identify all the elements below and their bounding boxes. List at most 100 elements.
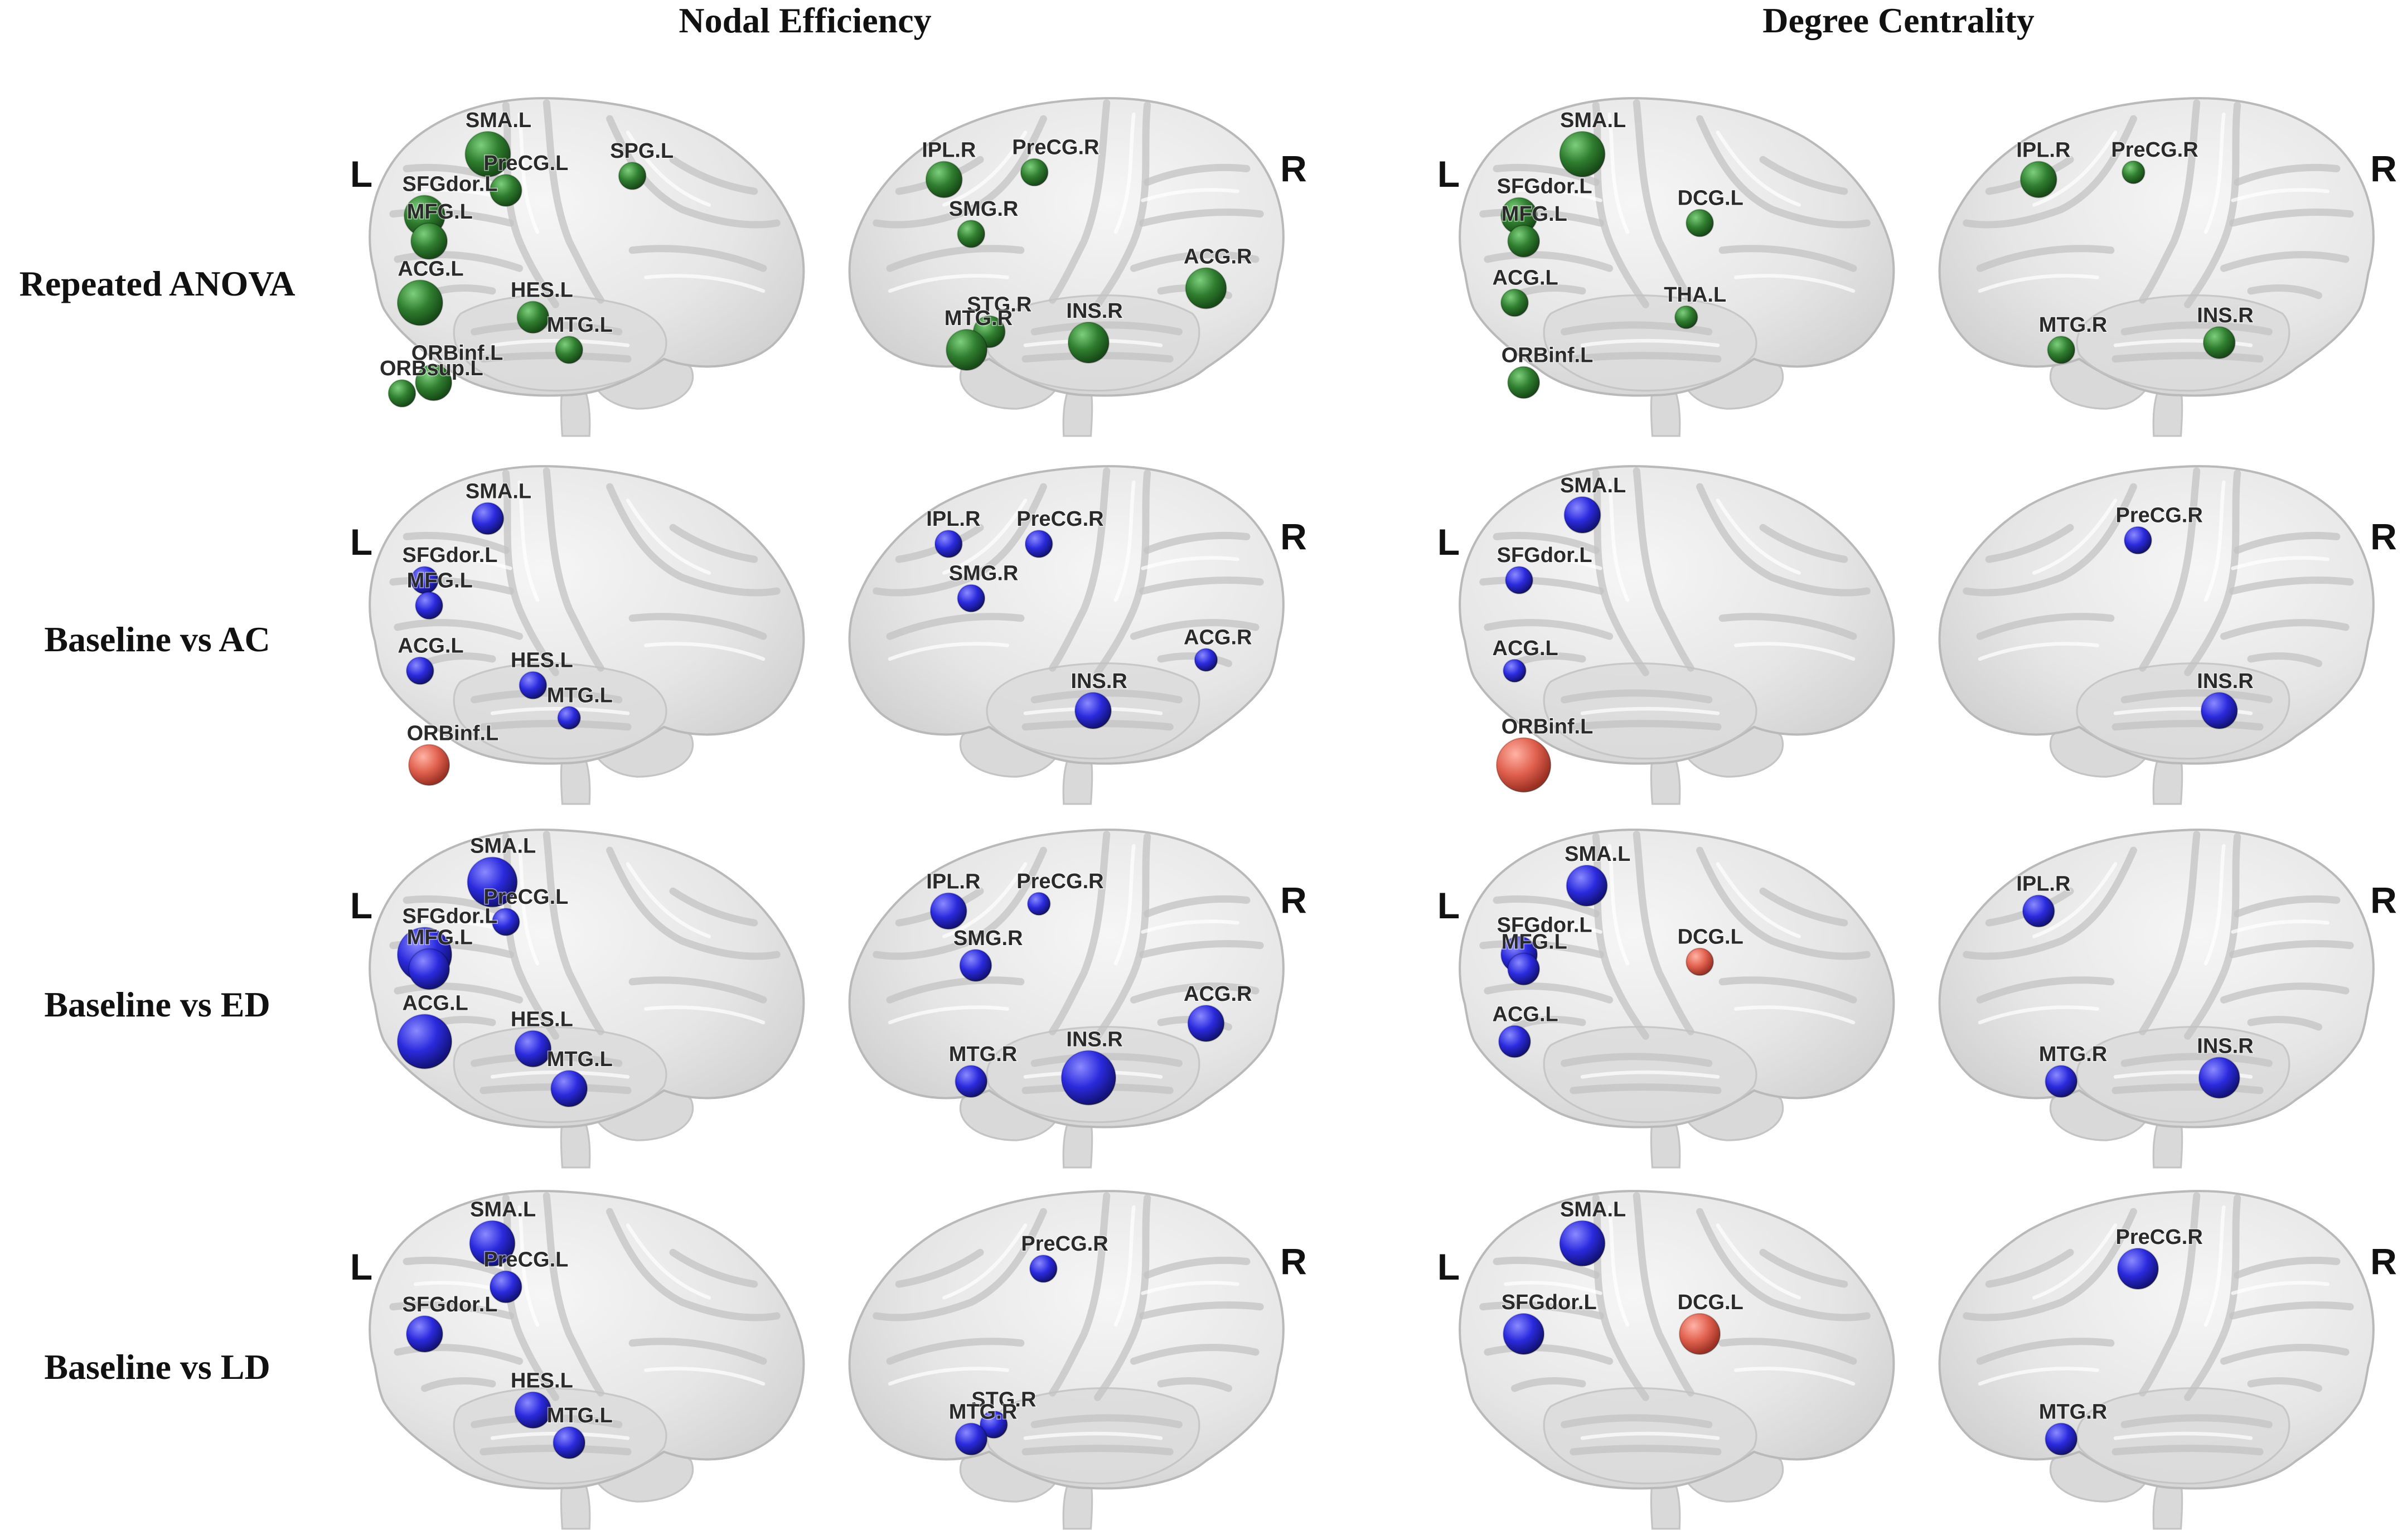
sulcus [2184, 1194, 2241, 1401]
node-acg-l [406, 656, 434, 685]
sulcus [502, 469, 559, 676]
gyrus-highlight [1734, 274, 1856, 293]
gyrus-highlight [2032, 498, 2118, 575]
node-label-acg-l: ACG.L [1493, 637, 1558, 660]
node-label-precg-l: PreCG.L [483, 1248, 568, 1272]
sulcus [886, 613, 1025, 640]
node-dcg-l [1686, 947, 1714, 976]
node-label-precg-r: PreCG.R [1012, 136, 1099, 159]
node-mtg-r [955, 1065, 988, 1098]
node-stg-r [979, 1410, 1008, 1439]
sulcus [2220, 619, 2350, 640]
node-label-dcg-l: DCG.L [1678, 926, 1743, 949]
sulcus [1049, 467, 1111, 672]
sulcus [1479, 940, 1604, 958]
gyrus-highlight [1023, 1431, 1163, 1440]
node-orbinf-l [408, 744, 451, 786]
node-label-ins-r: INS.R [2197, 1035, 2253, 1058]
node-label-sma-l: SMA.L [1560, 474, 1626, 497]
column-title-degree-centrality: Degree Centrality [1762, 1, 2035, 40]
node-label-sfgdor-l: SFGdor.L [403, 173, 498, 196]
sulcus [669, 156, 758, 195]
node-label-sma-l: SMA.L [1560, 109, 1626, 132]
node-sfgdor-l [1505, 566, 1533, 594]
sulcus [2234, 531, 2341, 554]
brain-surface [1459, 97, 1895, 437]
gyrus-highlight [942, 862, 1028, 938]
node-hes-l [516, 301, 550, 334]
node-mfg-l [1507, 225, 1541, 258]
gyrus-highlight [1504, 188, 1602, 202]
gyrus-highlight [2231, 188, 2329, 202]
node-label-sfgdor-l: SFGdor.L [403, 1293, 498, 1316]
node-sma-l [469, 1220, 516, 1267]
node-label-mfg-l: MFG.L [407, 200, 473, 224]
brain-surface [1938, 1190, 2375, 1530]
sulcus [1718, 245, 1857, 272]
node-orbsup-l [388, 379, 416, 408]
sulcus [2229, 577, 2354, 595]
node-acg-l [396, 279, 443, 326]
node-ipl-r [2022, 894, 2055, 928]
gyrus-highlight [644, 274, 766, 293]
sulcus [1130, 251, 1260, 272]
gyrus-highlight [414, 556, 512, 570]
sulcus [2220, 251, 2350, 272]
sulcus [1493, 1256, 1600, 1279]
sulcus [1718, 1338, 1857, 1365]
node-label-orbinf-l: ORBinf.L [1502, 715, 1594, 738]
sulcus [1633, 831, 1694, 1035]
gyrus-highlight [517, 1205, 540, 1327]
sulcus [1139, 1301, 1264, 1320]
node-label-orbinf-l: ORBinf.L [407, 722, 499, 745]
node-acg-r [1185, 267, 1227, 309]
node-ins-r [2202, 326, 2236, 359]
sulcus [2234, 1256, 2341, 1279]
gyrus-highlight [1504, 1281, 1602, 1295]
sulcus [1157, 1377, 1232, 1392]
gyrus-highlight [1716, 1223, 1801, 1300]
node-acg-l [1498, 1025, 1531, 1058]
node-label-mtg-l: MTG.L [547, 1404, 613, 1427]
sulcus [2247, 652, 2322, 667]
node-label-acg-r: ACG.R [1184, 982, 1252, 1006]
node-label-mfg-l: MFG.L [1502, 202, 1567, 226]
node-spg-l [618, 162, 647, 190]
node-label-precg-r: PreCG.R [1016, 870, 1103, 893]
node-label-orbinf-l: ORBinf.L [411, 342, 503, 365]
temporal-lobe [2076, 294, 2290, 392]
sulcus [394, 982, 524, 1004]
gyrus-highlight [2203, 844, 2226, 966]
sulcus [1696, 846, 1871, 960]
node-mfg-l [410, 222, 448, 260]
sulcus [1049, 1192, 1111, 1397]
brain-surface [1938, 465, 2375, 805]
brain-surface [1459, 829, 1895, 1169]
gyrus-highlight [626, 862, 711, 938]
sulcus [1479, 577, 1604, 595]
node-precg-r [1025, 530, 1053, 558]
sulcus [606, 483, 781, 597]
node-ins-r [2200, 692, 2238, 729]
temporal-lobe [2076, 1025, 2290, 1123]
sulcus [1963, 846, 2137, 960]
node-label-precg-r: PreCG.R [2116, 1226, 2203, 1249]
gyrus-highlight [1734, 1367, 1856, 1386]
node-label-sfgdor-l: SFGdor.L [403, 904, 498, 928]
temporal-lobe [2076, 662, 2290, 760]
node-label-sfgdor-l: SFGdor.L [1502, 1291, 1597, 1314]
node-label-acg-l: ACG.L [398, 258, 463, 281]
sulcus [2229, 1301, 2354, 1320]
sulcus [502, 101, 559, 308]
sulcus [2234, 895, 2341, 918]
node-hes-l [519, 671, 548, 700]
sulcus [606, 846, 781, 960]
node-label-sfgdor-l: SFGdor.L [403, 544, 498, 567]
gyrus-highlight [1978, 1367, 2099, 1386]
node-ipl-r [2019, 161, 2057, 198]
node-label-mtg-l: MTG.L [547, 1048, 613, 1071]
